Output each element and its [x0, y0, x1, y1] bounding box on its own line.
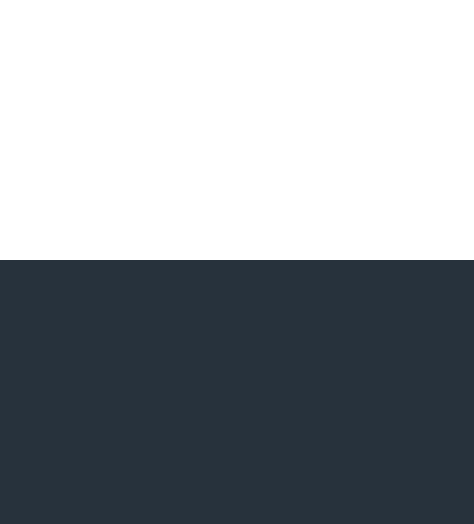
line-drawing-panel — [0, 0, 474, 260]
gantry-drawing-light — [0, 0, 474, 260]
blueprint-panel — [0, 260, 474, 524]
gantry-drawing-dark — [0, 260, 474, 524]
